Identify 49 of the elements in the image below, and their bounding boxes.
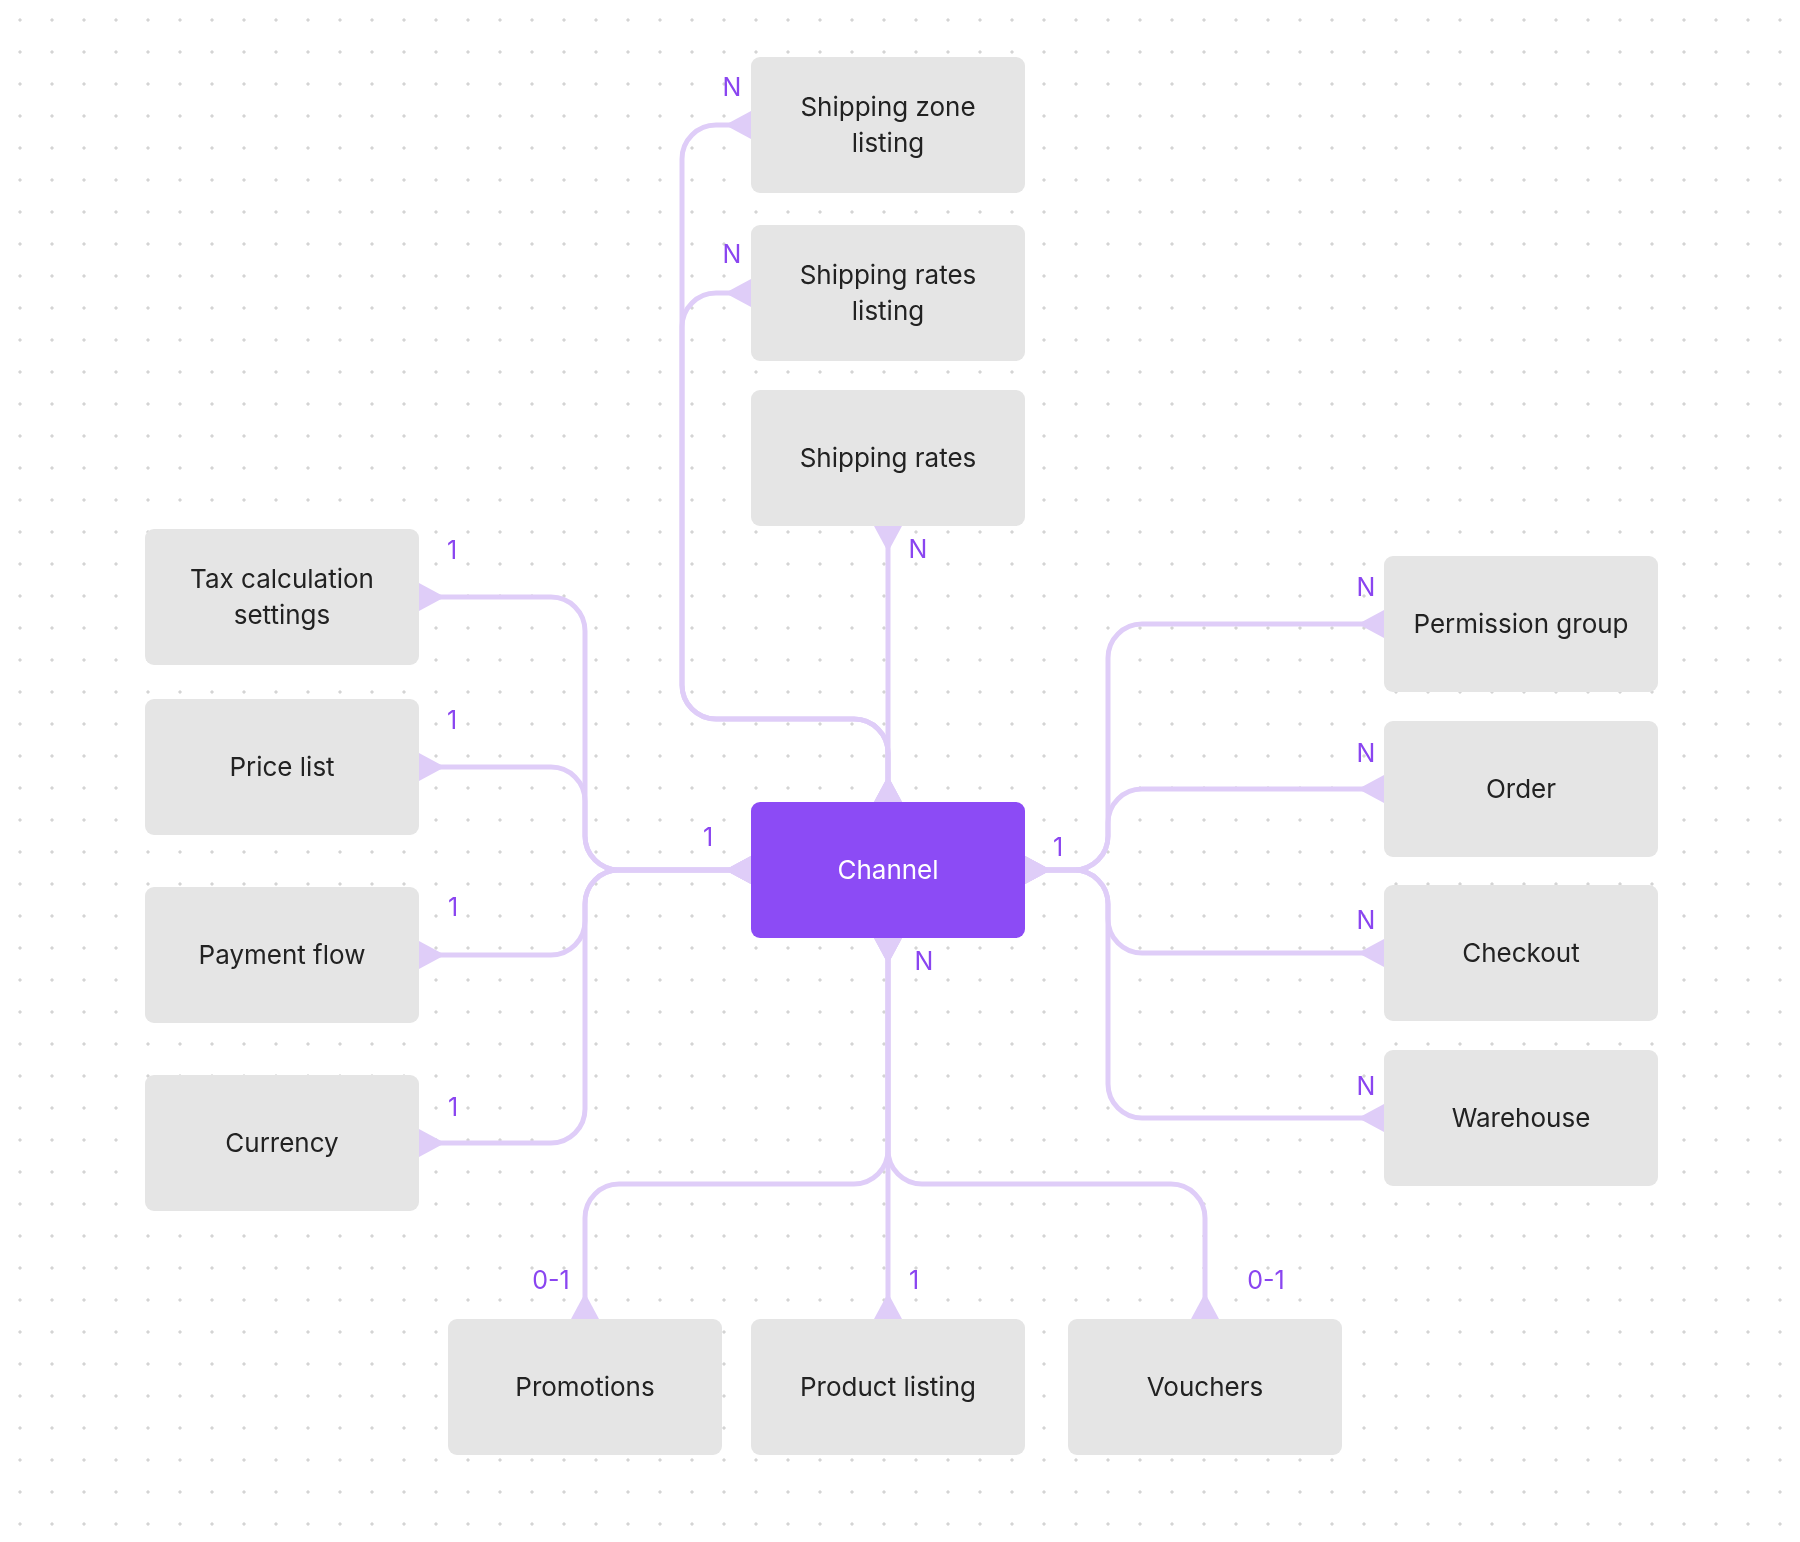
entity-name: Promotions (515, 1369, 655, 1404)
entity-box-highlighted (751, 802, 1025, 938)
cardinality-label: N (722, 239, 742, 269)
relationship-connector (874, 938, 1219, 1319)
entity-box (145, 1075, 419, 1211)
entity-box (145, 887, 419, 1023)
entity-box (145, 529, 419, 665)
cardinality-label: N (914, 946, 934, 976)
cardinality-label: N (1356, 572, 1376, 602)
entity-name: Vouchers (1146, 1369, 1264, 1404)
entity-name: Channel (837, 852, 939, 887)
cardinality-label: 1 (446, 535, 458, 565)
entity-name: Shipping zone listing (799, 89, 977, 160)
entity-name: Order (1485, 771, 1557, 806)
cardinality-label: N (1356, 738, 1376, 768)
entity-box (145, 699, 419, 835)
entity-name: Permission group (1413, 606, 1629, 641)
cardinality-label: 1 (702, 822, 714, 852)
entity-box (1384, 1050, 1658, 1186)
entity-box (1384, 721, 1658, 857)
entity-name: Payment flow (198, 937, 366, 972)
entity-box (1384, 556, 1658, 692)
cardinality-label: N (908, 534, 928, 564)
entity-box (1068, 1319, 1342, 1455)
cardinality-label: 1 (1052, 832, 1064, 862)
entity-name: Price list (229, 749, 335, 784)
cardinality-label: 1 (447, 1092, 459, 1122)
entity-name: Checkout (1462, 935, 1580, 970)
entity-name: Product listing (800, 1369, 976, 1404)
cardinality-label: 1 (447, 892, 459, 922)
entity-name: Warehouse (1451, 1100, 1591, 1135)
entity-name: Tax calculation settings (189, 561, 375, 632)
entity-box (1384, 885, 1658, 1021)
entity-name: Currency (225, 1125, 339, 1160)
cardinality-label: N (722, 72, 742, 102)
cardinality-label: 1 (446, 705, 458, 735)
entity-box (448, 1319, 722, 1455)
cardinality-label: 0-1 (532, 1265, 570, 1295)
entity-box (751, 57, 1025, 193)
cardinality-label: N (1356, 1071, 1376, 1101)
cardinality-label: 1 (908, 1265, 920, 1295)
cardinality-label: 0-1 (1247, 1265, 1285, 1295)
relationship-connector (874, 526, 902, 802)
entity-box (751, 225, 1025, 361)
entity-box (751, 1319, 1025, 1455)
entity-name: Shipping rates listing (798, 257, 978, 328)
entity-box (751, 390, 1025, 526)
cardinality-label: N (1356, 905, 1376, 935)
entity-name: Shipping rates (799, 440, 977, 475)
